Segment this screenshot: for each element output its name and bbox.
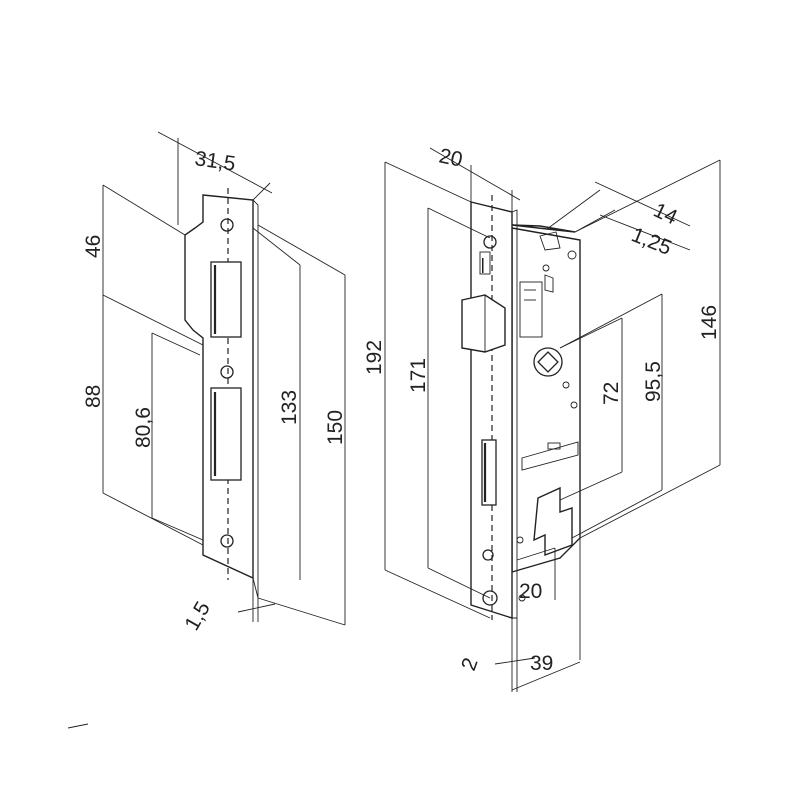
- dim-follower-to-cylinder: 72: [600, 382, 623, 405]
- strike-plate-dimensions: 31,5 46 88 80,6 133 150 1,5: [82, 131, 347, 635]
- latch-bolt: [461, 294, 506, 353]
- bottom-screw-hole: [220, 534, 234, 548]
- dim-inner-height: 133: [278, 390, 301, 425]
- dim-case-height: 146: [698, 305, 721, 340]
- dim-case-depth: 39: [530, 652, 553, 675]
- dim-lower: 88: [82, 385, 105, 408]
- dim-case-offset: 1,25: [628, 223, 675, 260]
- dim-case-depth-top: 14: [650, 199, 681, 230]
- follower-square: [537, 351, 559, 373]
- strike-plate-edge: [252, 199, 259, 599]
- faceplate-bottom-hole: [482, 590, 498, 606]
- cylinder-cutout: [533, 486, 573, 557]
- dim-plate-thickness: 2: [457, 655, 483, 674]
- dim-pitch: 95,5: [642, 361, 665, 402]
- dim-upper: 46: [82, 235, 105, 258]
- dim-backset: 20: [519, 580, 542, 603]
- dim-total-height: 150: [324, 410, 347, 445]
- mechanism-block: [519, 281, 543, 338]
- follower-hub: [533, 347, 563, 377]
- strike-plate-outline: [184, 194, 254, 580]
- dim-lock-total-height: 192: [363, 340, 386, 375]
- lock-body: ▬▬▬: [461, 195, 581, 620]
- dim-lock-inner-height: 171: [407, 358, 430, 393]
- corner-mark: [67, 723, 89, 729]
- dim-width: 31,5: [193, 147, 237, 175]
- strike-plate: [184, 188, 259, 599]
- dim-faceplate-width: 20: [437, 144, 465, 171]
- top-screw-hole: [220, 218, 234, 232]
- lock-body-dimensions: 20 14 1,25 146 95,5 72 192 171: [363, 144, 721, 692]
- faceplate-lower-hole: [482, 549, 494, 561]
- faceplate-top-hole: [483, 235, 497, 249]
- middle-screw-hole: [220, 365, 234, 379]
- dim-slot-span: 80,6: [132, 407, 155, 448]
- faceplate-edge: [511, 209, 518, 619]
- dim-thickness: 1,5: [180, 598, 215, 635]
- brand-stamp: ▬▬▬: [480, 258, 486, 273]
